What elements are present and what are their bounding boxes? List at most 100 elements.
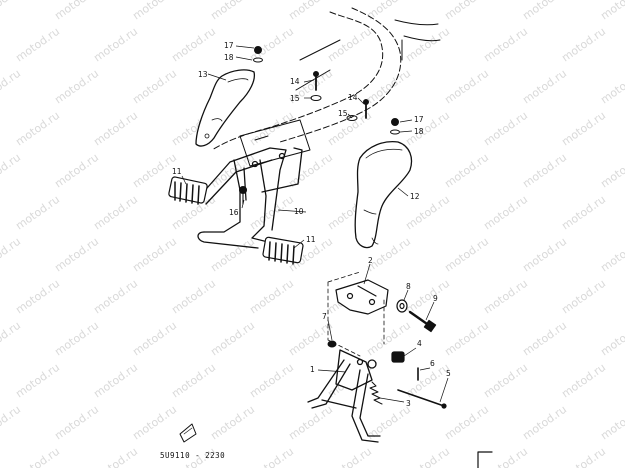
watermark-text: motod.ru — [169, 25, 218, 65]
watermark-text: motod.ru — [442, 67, 491, 107]
page-corner-mark — [477, 451, 493, 468]
part-4-spacer — [391, 351, 405, 363]
watermark-text: motod.ru — [169, 277, 218, 317]
watermark-text: motod.ru — [481, 193, 530, 233]
watermark-text: motod.ru — [559, 445, 608, 468]
watermark-text: motod.ru — [247, 445, 296, 468]
callout-17-left: 17 — [224, 41, 234, 50]
fasteners-upper — [253, 46, 400, 135]
callout-5: 5 — [446, 369, 451, 378]
callout-13: 13 — [198, 70, 208, 79]
watermark-text: motod.ru — [442, 151, 491, 191]
watermark-text: motod.ru — [598, 319, 625, 359]
watermark-text: motod.ru — [598, 151, 625, 191]
watermark-text: motod.ru — [52, 151, 101, 191]
watermark-text: motod.ru — [13, 109, 62, 149]
callout-14-right: 14 — [348, 93, 358, 102]
watermark-text: motod.ru — [130, 319, 179, 359]
watermark-text: motod.ru — [364, 319, 413, 359]
watermark-text: motod.ru — [520, 151, 569, 191]
watermark-text: motod.ru — [403, 109, 452, 149]
watermark-text: motod.ru — [442, 319, 491, 359]
watermark-text: motod.ru — [325, 445, 374, 468]
watermark-text: motod.ru — [481, 277, 530, 317]
watermark-text: motod.ru — [52, 319, 101, 359]
watermark-text: motod.ru — [403, 445, 452, 468]
watermark-text: motod.ru — [130, 67, 179, 107]
callout-7: 7 — [322, 312, 327, 321]
watermark-text: motod.ru — [208, 151, 257, 191]
watermark-text: motod.ru — [481, 445, 530, 468]
callout-18-left: 18 — [224, 53, 234, 62]
callout-15-left: 15 — [290, 94, 300, 103]
watermark-text: motod.ru — [13, 25, 62, 65]
watermark-text: motod.ru — [13, 193, 62, 233]
watermark-text: motod.ru — [13, 277, 62, 317]
watermark-text: motod.ru — [91, 277, 140, 317]
drawing-code: 5U9110 - 2230 — [160, 451, 225, 460]
watermark-text: motod.ru — [286, 0, 335, 22]
watermark-text: motod.ru — [208, 319, 257, 359]
callout-16: 16 — [229, 208, 239, 217]
watermark-text: motod.ru — [169, 361, 218, 401]
reference-stamp — [179, 423, 197, 443]
part-11-footrest-right — [262, 236, 304, 265]
callout-9: 9 — [433, 294, 438, 303]
part-13-left-cover — [195, 69, 256, 147]
watermark-text: motod.ru — [247, 193, 296, 233]
watermark-text: motod.ru — [208, 235, 257, 275]
watermark-text: motod.ru — [325, 25, 374, 65]
callout-8: 8 — [406, 282, 411, 291]
watermark-text: motod.ru — [364, 67, 413, 107]
callout-14-left: 14 — [290, 77, 300, 86]
watermark-text: motod.ru — [0, 151, 23, 191]
watermark-text: motod.ru — [364, 0, 413, 22]
callout-17-right: 17 — [414, 115, 424, 124]
callout-4: 4 — [417, 339, 422, 348]
watermark-text: motod.ru — [0, 319, 23, 359]
watermark-text: motod.ru — [91, 361, 140, 401]
watermark-text: motod.ru — [442, 235, 491, 275]
leader-lines — [181, 45, 449, 403]
watermark-text: motod.ru — [208, 403, 257, 443]
watermark-text: motod.ru — [91, 193, 140, 233]
watermark-text: motod.ru — [286, 403, 335, 443]
part-7-nut — [327, 340, 337, 348]
part-8-collar — [396, 299, 408, 313]
watermark-text: motod.ru — [442, 403, 491, 443]
watermark-text: motod.ru — [559, 109, 608, 149]
watermark-text: motod.ru — [247, 277, 296, 317]
watermark-text: motod.ru — [0, 0, 23, 22]
watermark-text: motod.ru — [598, 67, 625, 107]
callout-1: 1 — [310, 365, 315, 374]
callout-11-left: 11 — [172, 167, 182, 176]
watermark-text: motod.ru — [52, 235, 101, 275]
part-5-rod — [397, 389, 447, 409]
watermark-text: motod.ru — [520, 403, 569, 443]
watermark-text: motod.ru — [403, 25, 452, 65]
watermark-text: motod.ru — [247, 361, 296, 401]
part-12-right-cover — [354, 140, 413, 249]
watermark-text: motod.ru — [91, 109, 140, 149]
watermark-text: motod.ru — [520, 67, 569, 107]
watermark-text: motod.ru — [0, 235, 23, 275]
watermark-text: motod.ru — [442, 0, 491, 22]
callout-11-right: 11 — [306, 235, 316, 244]
watermark-text: motod.ru — [247, 109, 296, 149]
part-10-footrest-bracket — [197, 147, 303, 249]
callout-10: 10 — [294, 207, 304, 216]
watermark-text: motod.ru — [520, 319, 569, 359]
watermark-text: motod.ru — [13, 361, 62, 401]
watermark-text: motod.ru — [52, 403, 101, 443]
watermark-text: motod.ru — [91, 445, 140, 468]
watermark-text: motod.ru — [0, 67, 23, 107]
part-1-main-stand — [307, 349, 381, 443]
watermark-text: motod.ru — [481, 109, 530, 149]
part-16-bolt — [238, 185, 248, 205]
watermark-text: motod.ru — [52, 0, 101, 22]
watermark-text: motod.ru — [598, 403, 625, 443]
watermark-text: motod.ru — [91, 25, 140, 65]
